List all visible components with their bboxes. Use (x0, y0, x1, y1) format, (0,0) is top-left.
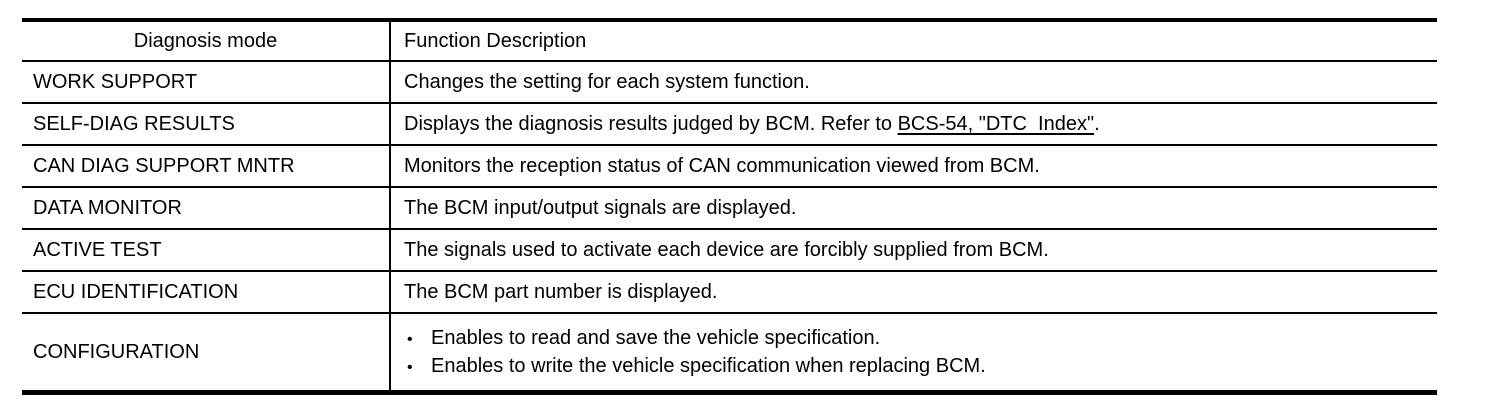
diagnosis-mode-cell: ECU IDENTIFICATION (22, 270, 390, 313)
bullet-list: • Enables to read and save the vehicle s… (404, 326, 1429, 378)
description-text: Displays the diagnosis results judged by… (404, 113, 898, 135)
table-row-configuration: CONFIGURATION • Enables to read and save… (22, 312, 1437, 393)
diagnosis-mode-cell: CONFIGURATION (22, 312, 390, 393)
function-description-cell: The BCM input/output signals are display… (389, 186, 1437, 229)
diagnosis-mode-cell: ACTIVE TEST (22, 228, 390, 271)
diagnosis-mode-cell: CAN DIAG SUPPORT MNTR (22, 144, 390, 187)
function-description-cell: The signals used to activate each device… (389, 228, 1437, 271)
table-row-active-test: ACTIVE TEST The signals used to activate… (22, 228, 1437, 271)
dtc-index-link[interactable]: BCS-54, "DTC Index" (897, 113, 1095, 135)
bullet-text: Enables to read and save the vehicle spe… (431, 327, 881, 349)
column-header-function-description: Function Description (389, 20, 1437, 61)
table-row-work-support: WORK SUPPORT Changes the setting for eac… (22, 60, 1437, 103)
table-row-can-diag-support-mntr: CAN DIAG SUPPORT MNTR Monitors the recep… (22, 144, 1437, 187)
function-description-cell: Monitors the reception status of CAN com… (389, 144, 1437, 187)
function-description-cell: • Enables to read and save the vehicle s… (389, 312, 1437, 393)
bullet-text: Enables to write the vehicle specificati… (431, 355, 986, 377)
bullet-icon: • (407, 359, 413, 376)
diagnosis-mode-cell: WORK SUPPORT (22, 60, 390, 103)
function-description-cell: Displays the diagnosis results judged by… (389, 102, 1437, 145)
function-description-cell: The BCM part number is displayed. (389, 270, 1437, 313)
list-item: • Enables to read and save the vehicle s… (404, 326, 1429, 350)
table-header-row: Diagnosis mode Function Description (22, 20, 1437, 61)
diagnosis-mode-table-container: Diagnosis mode Function Description WORK… (22, 18, 1437, 395)
description-text: . (1094, 113, 1100, 135)
function-description-cell: Changes the setting for each system func… (389, 60, 1437, 103)
bullet-icon: • (407, 331, 413, 348)
table-row-ecu-identification: ECU IDENTIFICATION The BCM part number i… (22, 270, 1437, 313)
diagnosis-mode-cell: DATA MONITOR (22, 186, 390, 229)
table-row-data-monitor: DATA MONITOR The BCM input/output signal… (22, 186, 1437, 229)
diagnosis-mode-cell: SELF-DIAG RESULTS (22, 102, 390, 145)
list-item: • Enables to write the vehicle specifica… (404, 354, 1429, 378)
diagnosis-mode-table: Diagnosis mode Function Description WORK… (22, 18, 1437, 395)
column-header-diagnosis-mode: Diagnosis mode (133, 30, 278, 52)
table-row-self-diag-results: SELF-DIAG RESULTS Displays the diagnosis… (22, 102, 1437, 145)
